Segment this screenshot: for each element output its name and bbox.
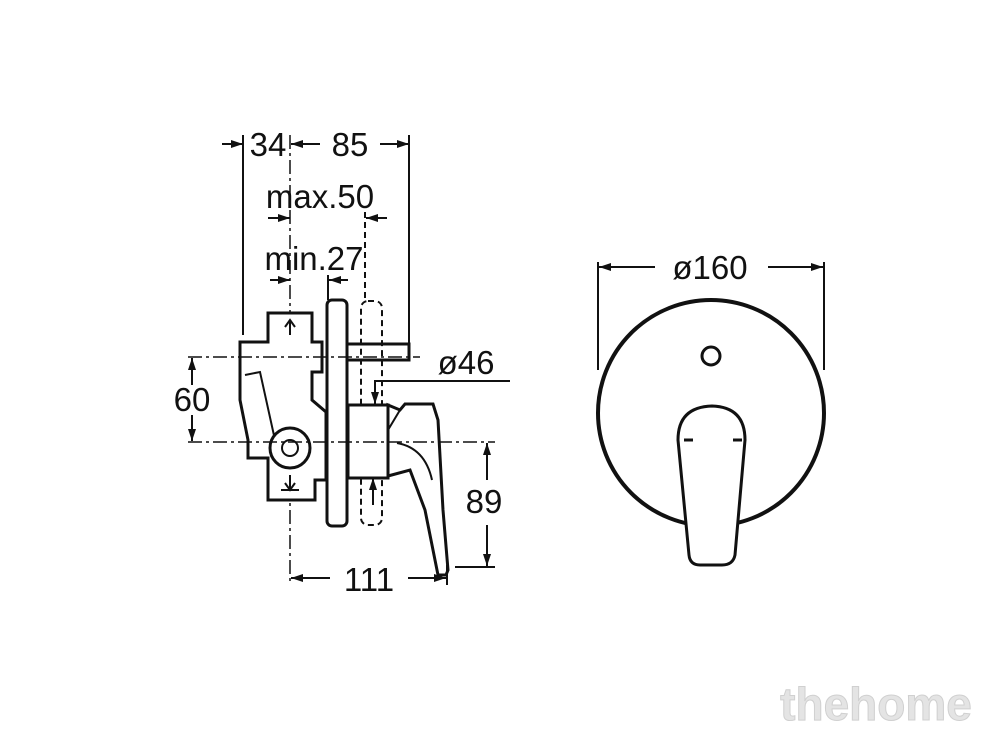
dim-label-60: 60 xyxy=(174,381,211,418)
handle-edge xyxy=(387,409,401,431)
side-view: 34 85 max.50 min.27 60 xyxy=(174,126,510,598)
wall-plate-side xyxy=(325,298,349,528)
front-view: ø160 xyxy=(596,249,826,567)
dim-label-o160: ø160 xyxy=(672,249,747,286)
dim-label-max50: max.50 xyxy=(266,178,374,215)
dim-label-min27: min.27 xyxy=(264,240,363,277)
flow-arrow-up-icon xyxy=(284,318,296,335)
diverter-knob-hole xyxy=(700,345,722,367)
diverter-inner xyxy=(281,439,299,457)
valve-body xyxy=(238,311,328,502)
dim-leader xyxy=(371,380,510,404)
handle-lever-front xyxy=(676,404,747,567)
dim-label-o46: ø46 xyxy=(438,344,495,381)
flow-arrow-down-icon xyxy=(281,475,299,492)
dim-label-89: 89 xyxy=(466,483,503,520)
dim-label-111: 111 xyxy=(344,561,394,598)
handle-lever-side xyxy=(386,402,450,577)
diverter-outer xyxy=(268,426,312,470)
dim-label-34: 34 xyxy=(250,126,287,163)
handle-curve xyxy=(396,442,433,481)
valve-body-edge xyxy=(244,370,276,441)
watermark-logo: thehome xyxy=(780,678,972,730)
dim-label-85: 85 xyxy=(332,126,369,163)
